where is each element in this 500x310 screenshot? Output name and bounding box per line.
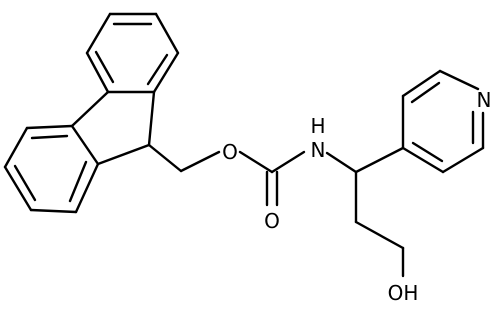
nh-nitrogen-label: N xyxy=(311,138,326,162)
bond xyxy=(147,143,183,173)
bond xyxy=(354,220,405,250)
ether-oxygen-label: O xyxy=(222,140,238,164)
nh-hydrogen-label: H xyxy=(310,114,325,138)
pyridine-nitrogen-label: N xyxy=(477,88,492,112)
bond xyxy=(238,150,274,174)
bond xyxy=(94,50,115,84)
atom-labels: O O H N N OH xyxy=(222,88,491,305)
bond xyxy=(25,124,74,130)
bond xyxy=(30,134,69,140)
bond xyxy=(85,51,110,94)
bond xyxy=(13,164,37,202)
bond xyxy=(438,69,480,91)
bond xyxy=(179,150,221,173)
bonds xyxy=(3,12,485,278)
bond xyxy=(70,90,110,128)
bond xyxy=(96,143,151,166)
bond xyxy=(354,146,405,174)
bond xyxy=(70,124,100,166)
bond xyxy=(401,146,445,174)
bond xyxy=(3,165,33,212)
bond xyxy=(154,12,180,55)
hydroxyl-label: OH xyxy=(388,281,419,305)
bond xyxy=(270,150,306,174)
bond xyxy=(3,126,29,169)
carbonyl-oxygen-label: O xyxy=(264,209,280,233)
bond xyxy=(68,160,88,203)
bond xyxy=(146,53,169,86)
bond xyxy=(411,141,444,163)
bond xyxy=(441,146,485,174)
bond xyxy=(147,90,156,147)
bond xyxy=(325,151,358,174)
bond xyxy=(74,162,100,214)
bond xyxy=(410,81,441,104)
bond xyxy=(29,208,78,214)
bond xyxy=(85,12,112,55)
bond xyxy=(401,69,442,98)
bond xyxy=(152,51,180,94)
